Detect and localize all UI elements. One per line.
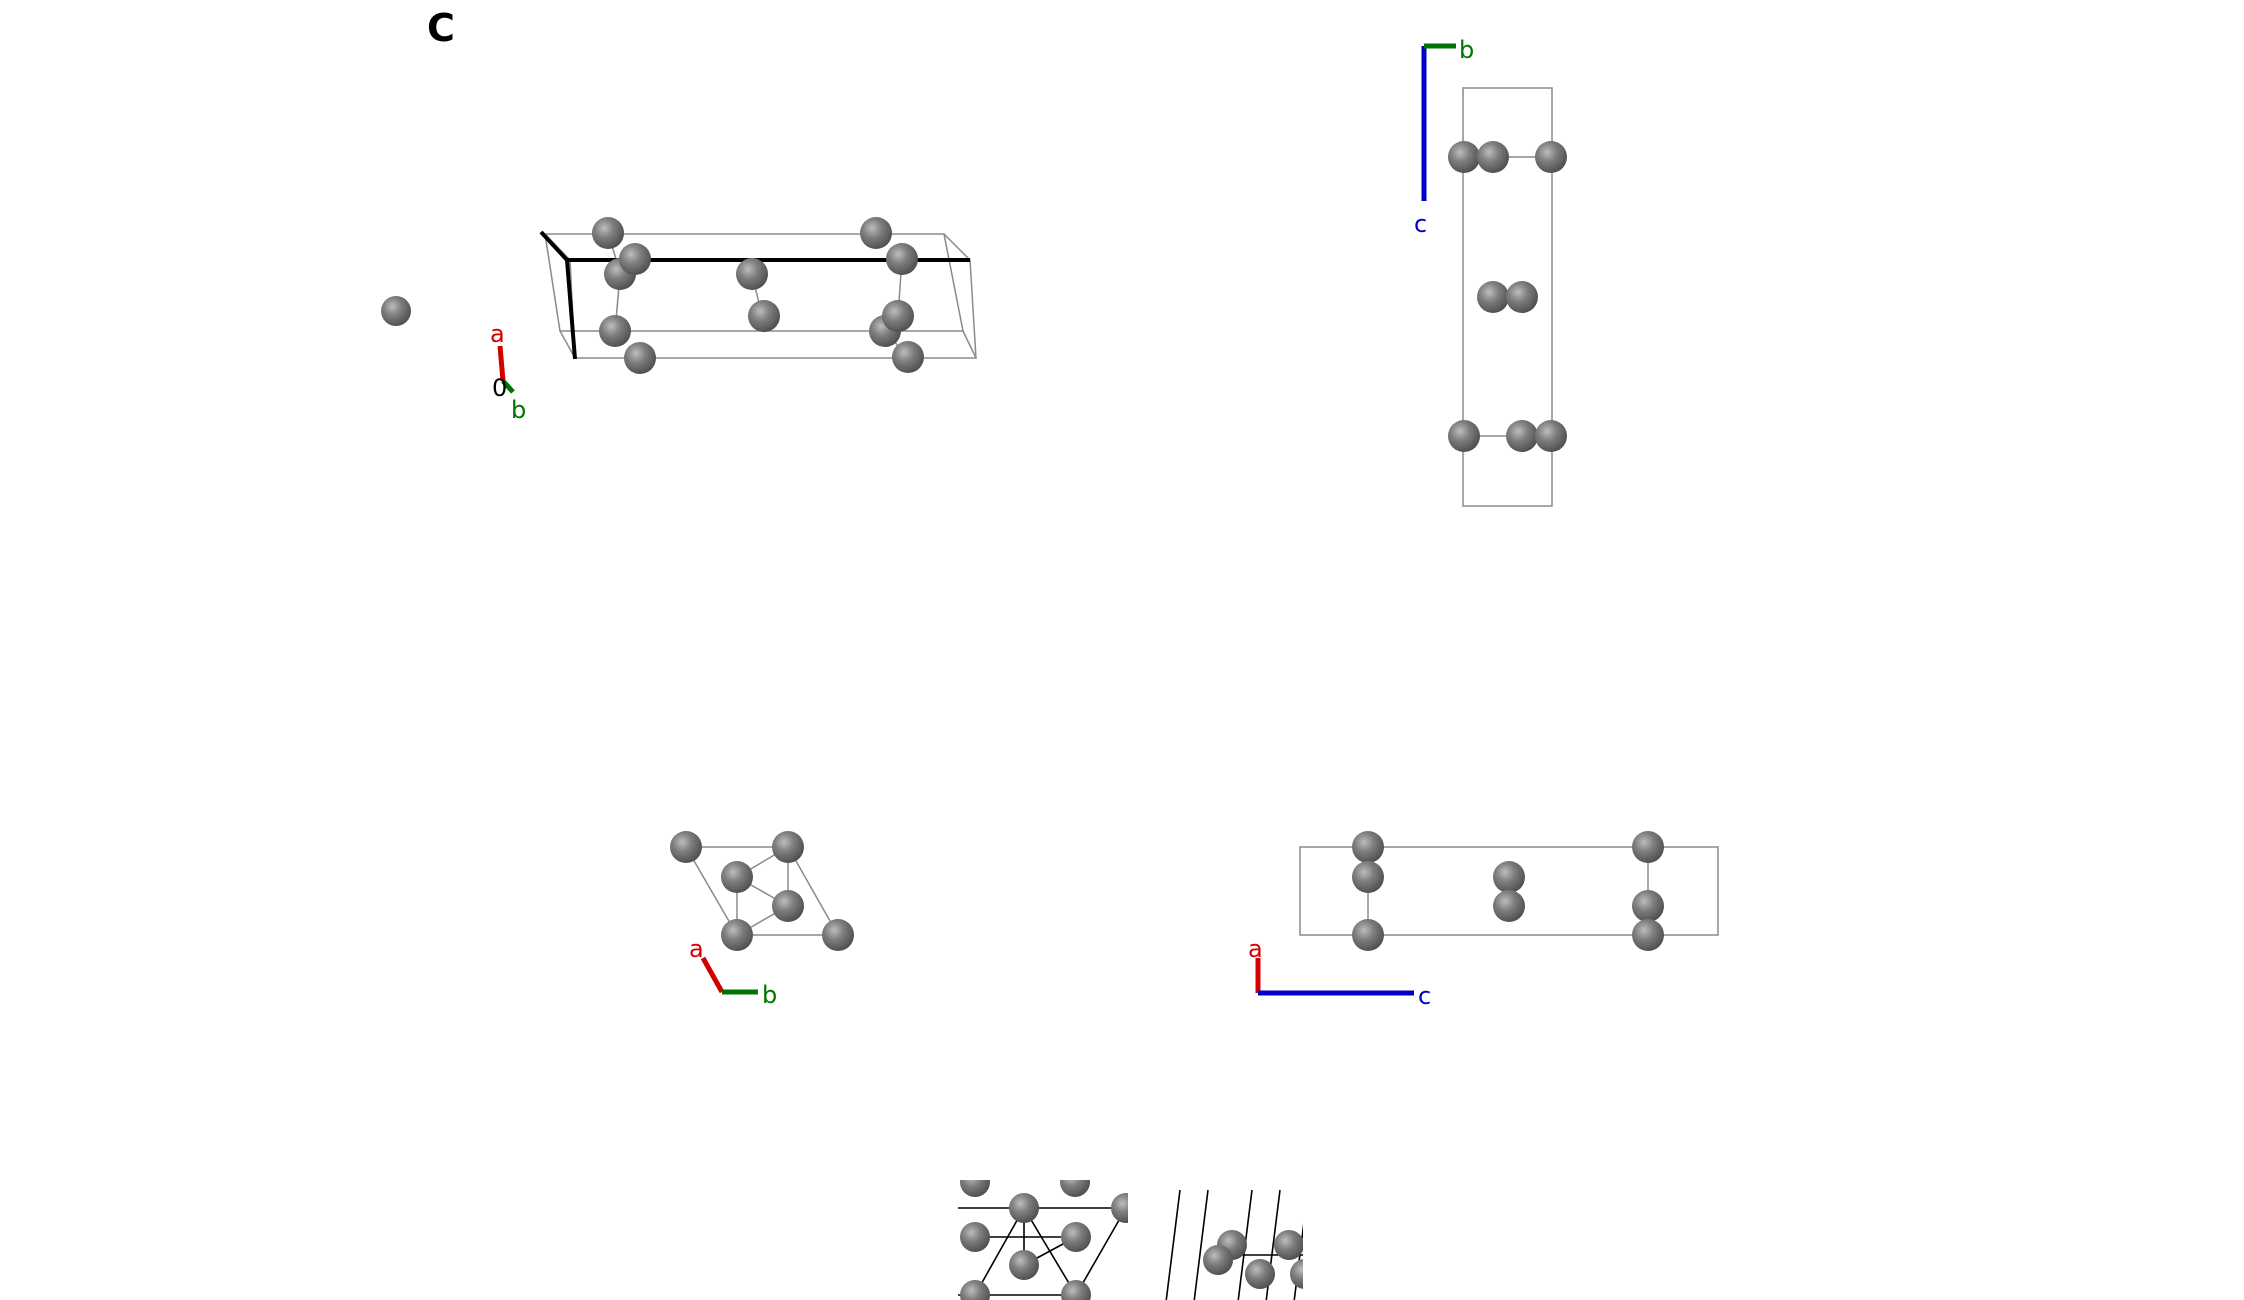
axis-label-b: b — [762, 981, 777, 1009]
panel-label: C — [427, 6, 455, 50]
atom — [1448, 420, 1480, 452]
axis-b-line — [501, 379, 515, 394]
inset-top-view — [958, 1180, 1128, 1300]
atom — [1061, 1280, 1091, 1300]
atom — [721, 861, 753, 893]
atom — [624, 342, 656, 374]
bond-lines — [607, 232, 909, 358]
atoms — [1448, 141, 1567, 452]
axis-label-a: a — [689, 935, 704, 963]
atom — [1506, 420, 1538, 452]
atom — [1632, 919, 1664, 951]
atom — [1061, 1222, 1091, 1252]
atom — [1111, 1193, 1128, 1223]
atom — [1535, 141, 1567, 173]
atom — [1009, 1193, 1039, 1223]
atom — [599, 315, 631, 347]
atom — [736, 258, 768, 290]
atom — [892, 341, 924, 373]
atom — [1009, 1250, 1039, 1280]
view-along-a: b c — [1414, 36, 1567, 507]
atom — [960, 1280, 990, 1300]
atom — [1203, 1245, 1233, 1275]
atom — [670, 831, 702, 863]
inset-side-view — [1165, 1189, 1303, 1300]
atom — [1060, 1180, 1090, 1197]
axis-label-b: b — [1459, 36, 1474, 64]
axis-a-line — [497, 345, 506, 382]
atom — [748, 300, 780, 332]
atom — [1352, 919, 1384, 951]
atom — [1506, 281, 1538, 313]
atom — [886, 243, 918, 275]
atom — [1290, 1259, 1303, 1289]
axis-label-a: a — [1248, 935, 1263, 963]
axis-label-c: c — [1414, 210, 1427, 238]
atom — [1535, 420, 1567, 452]
atom — [960, 1180, 990, 1197]
atoms — [960, 1180, 1128, 1300]
axis-label-a: a — [490, 320, 505, 348]
atom — [1352, 861, 1384, 893]
atom — [721, 919, 753, 951]
atom — [1493, 861, 1525, 893]
axis-triad: a b — [689, 935, 777, 1009]
atom — [860, 217, 892, 249]
axis-triad: a c — [1248, 935, 1431, 1010]
atom — [772, 890, 804, 922]
perspective-view: a 0 b — [381, 217, 977, 424]
axis-a-line — [700, 956, 725, 994]
axis-label-b: b — [511, 396, 526, 424]
atom — [1274, 1230, 1303, 1260]
axis-triad: a 0 b — [490, 320, 526, 424]
atom — [822, 919, 854, 951]
lattice-lines — [958, 1207, 1128, 1296]
atoms — [381, 217, 924, 374]
atom — [1632, 890, 1664, 922]
atoms — [1352, 831, 1664, 951]
atom — [381, 296, 411, 326]
atom — [592, 217, 624, 249]
atoms — [670, 831, 854, 951]
unit-cell-outline — [1299, 846, 1719, 936]
atom — [619, 243, 651, 275]
atom — [1448, 141, 1480, 173]
axis-triad: b c — [1414, 36, 1474, 238]
atom — [1477, 141, 1509, 173]
atom — [1352, 831, 1384, 863]
view-along-c: a b — [670, 831, 854, 1009]
atom — [1477, 281, 1509, 313]
atom — [1632, 831, 1664, 863]
axis-label-origin: 0 — [492, 374, 507, 402]
atom — [772, 831, 804, 863]
atom — [960, 1222, 990, 1252]
axis-label-c: c — [1418, 982, 1431, 1010]
atoms — [1203, 1230, 1303, 1289]
atom — [1245, 1259, 1275, 1289]
view-along-b: a c — [1248, 831, 1719, 1010]
atom — [1493, 890, 1525, 922]
unit-cell-outline — [1462, 87, 1553, 507]
atom — [882, 300, 914, 332]
